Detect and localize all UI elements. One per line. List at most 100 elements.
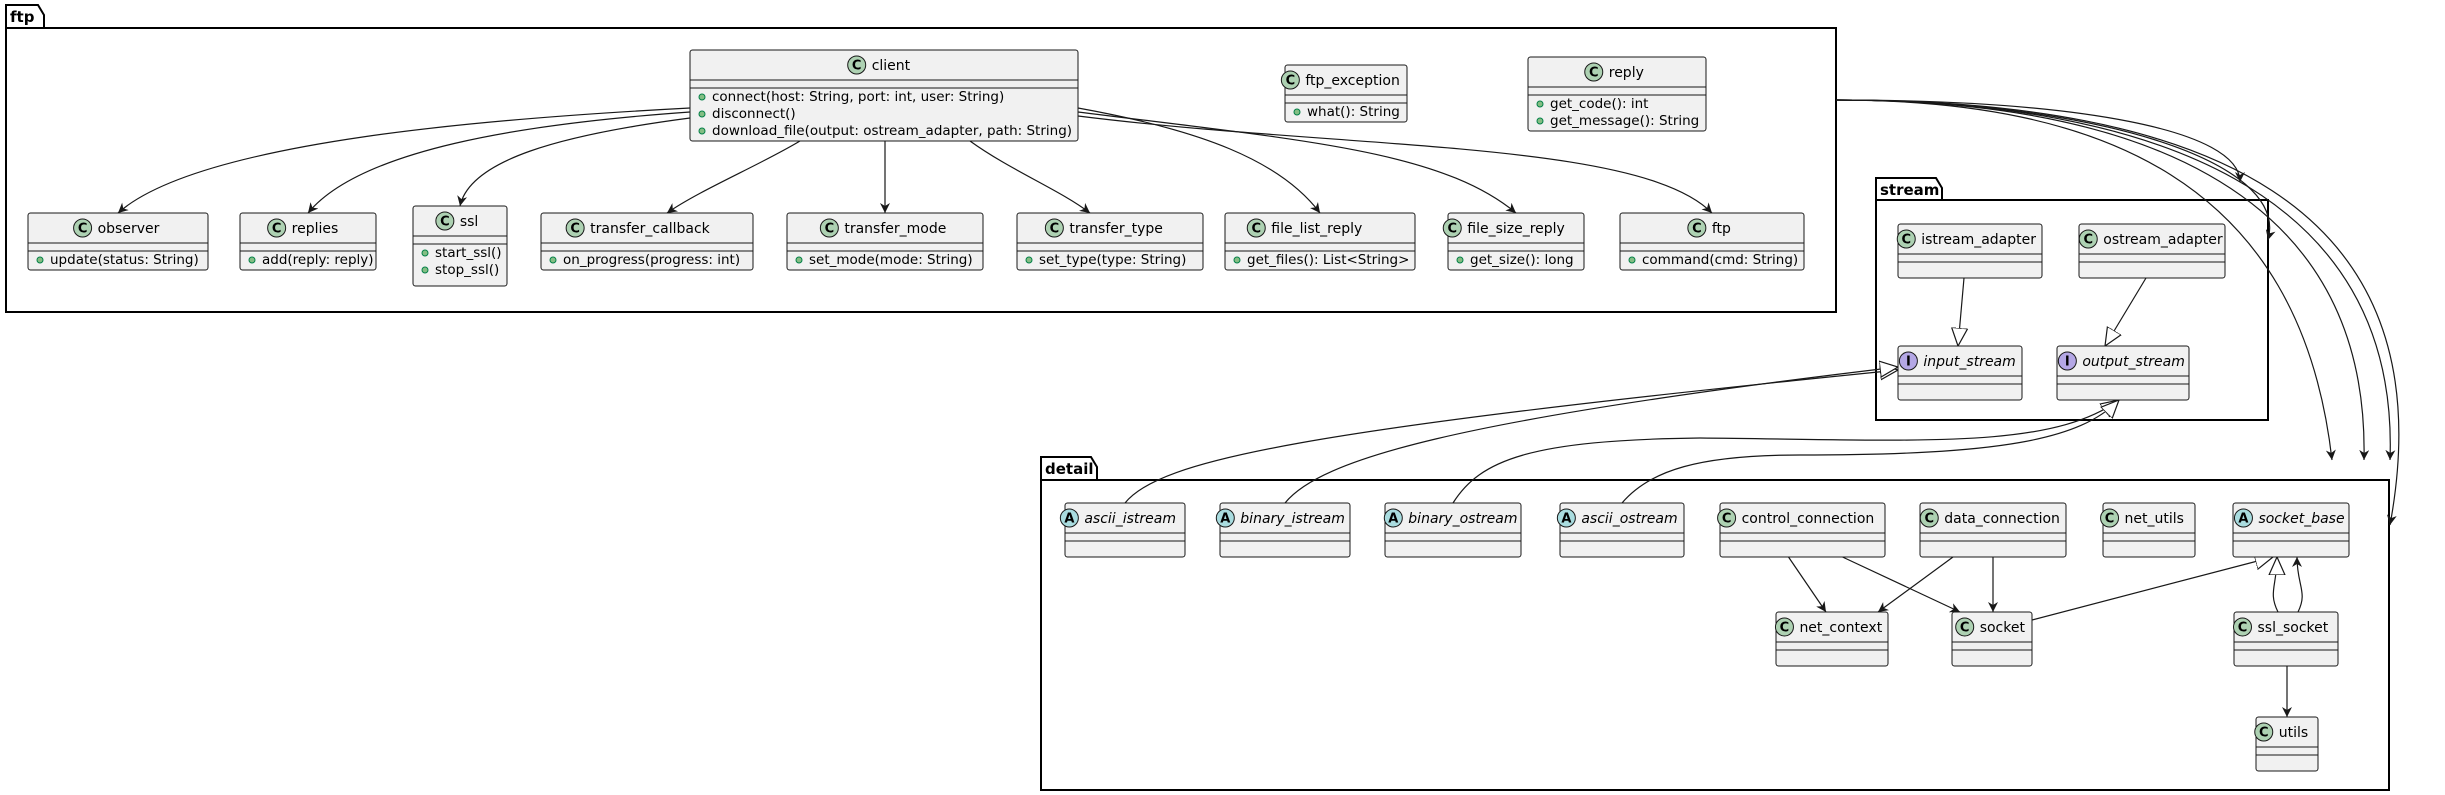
class-badge-icon bbox=[2254, 722, 2274, 742]
badge-letter: C bbox=[1722, 512, 1732, 527]
abstract-badge-icon bbox=[1059, 508, 1079, 528]
class-name: ostream_adapter bbox=[2103, 232, 2223, 248]
edge-binary-istream-input-stream bbox=[1284, 367, 1898, 504]
public-visibility-icon bbox=[421, 249, 429, 257]
edge-ftp-to-stream-2 bbox=[1835, 99, 2276, 241]
badge-letter: C bbox=[1050, 222, 1060, 237]
class-box bbox=[2102, 502, 2196, 558]
class-box bbox=[1219, 502, 1351, 558]
class-box bbox=[2078, 223, 2226, 279]
class-method: update(status: String) bbox=[50, 252, 199, 268]
badge-letter: C bbox=[1901, 233, 1911, 248]
public-visibility-icon bbox=[421, 266, 429, 274]
class-badge-icon bbox=[435, 211, 455, 231]
badge-letter: I bbox=[2065, 355, 2070, 370]
edge-client-transfer-callback bbox=[666, 140, 801, 214]
class-box bbox=[1897, 345, 2023, 401]
badge-letter: C bbox=[272, 222, 282, 237]
badge-letter: C bbox=[1960, 621, 1970, 636]
edge-ostream-adapter-output-stream bbox=[2105, 277, 2147, 346]
public-visibility-icon bbox=[248, 256, 256, 264]
class-box bbox=[689, 49, 1079, 142]
package-detail-label: detail bbox=[1045, 460, 1094, 478]
class-method: set_type(type: String) bbox=[1039, 252, 1186, 268]
abstract-badge-icon bbox=[1556, 508, 1576, 528]
badge-letter: A bbox=[2238, 512, 2248, 527]
class-badge-icon bbox=[1896, 229, 1916, 249]
edge-client-ftp bbox=[1077, 115, 1713, 214]
class-badge-icon bbox=[1246, 218, 1266, 238]
class-badge-icon bbox=[1774, 617, 1794, 637]
public-visibility-icon bbox=[1536, 100, 1544, 108]
edge-ftp-to-detail-3 bbox=[1835, 99, 2396, 461]
class-badge-icon bbox=[1717, 508, 1737, 528]
class-name: observer bbox=[98, 221, 160, 237]
edge-socket-socket-base bbox=[2031, 557, 2273, 621]
class-box bbox=[1284, 64, 1408, 123]
class-name: data_connection bbox=[1944, 511, 2060, 527]
edge-data-connection-net-context bbox=[1877, 556, 1954, 613]
class-name: input_stream bbox=[1923, 354, 2015, 370]
class-box bbox=[27, 212, 209, 271]
class-box bbox=[2056, 345, 2190, 401]
edge-client-observer bbox=[117, 107, 691, 214]
badge-letter: C bbox=[440, 215, 450, 230]
class-name: file_list_reply bbox=[1271, 221, 1362, 237]
class-name: utils bbox=[2279, 725, 2308, 741]
public-visibility-icon bbox=[36, 256, 44, 264]
class-name: transfer_type bbox=[1069, 221, 1163, 237]
abstract-badge-icon bbox=[1215, 508, 1235, 528]
class-method: command(cmd: String) bbox=[1642, 252, 1798, 268]
class-name: binary_ostream bbox=[1408, 511, 1517, 527]
abstract-badge-icon bbox=[2233, 508, 2253, 528]
package-ftp: ftp bbox=[5, 4, 1837, 313]
badge-letter: C bbox=[570, 222, 580, 237]
class-badge-icon bbox=[267, 218, 287, 238]
class-name: transfer_mode bbox=[844, 221, 946, 237]
class-box bbox=[1919, 502, 2067, 558]
class-name: net_utils bbox=[2125, 511, 2184, 527]
class-name: replies bbox=[292, 221, 339, 237]
class-box bbox=[1384, 502, 1522, 558]
edge-ftp-to-socket-base bbox=[1835, 99, 2400, 526]
class-name: ascii_ostream bbox=[1581, 511, 1677, 527]
class-box bbox=[1619, 212, 1805, 271]
class-method: on_progress(progress: int) bbox=[563, 252, 740, 268]
class-box bbox=[1527, 56, 1707, 132]
class-badge-icon bbox=[1955, 617, 1975, 637]
class-badge-icon bbox=[2100, 508, 2120, 528]
edge-ssl-socket-socket-base-inherit bbox=[2273, 557, 2278, 613]
public-visibility-icon bbox=[1628, 256, 1636, 264]
class-box bbox=[540, 212, 754, 271]
class-name: ssl_socket bbox=[2258, 620, 2329, 636]
public-visibility-icon bbox=[1536, 117, 1544, 125]
public-visibility-icon bbox=[1456, 256, 1464, 264]
public-visibility-icon bbox=[795, 256, 803, 264]
class-badge-icon bbox=[1280, 70, 1300, 90]
badge-letter: I bbox=[1906, 355, 1911, 370]
badge-letter: C bbox=[852, 59, 862, 74]
class-method: get_code(): int bbox=[1550, 96, 1648, 112]
public-visibility-icon bbox=[698, 110, 706, 118]
badge-letter: A bbox=[1220, 512, 1230, 527]
class-name: transfer_callback bbox=[590, 221, 711, 237]
public-visibility-icon bbox=[698, 127, 706, 135]
class-name: control_connection bbox=[1742, 511, 1875, 527]
class-name: ascii_istream bbox=[1084, 511, 1176, 527]
edge-client-transfer-type bbox=[969, 140, 1091, 214]
class-box bbox=[1064, 502, 1186, 558]
public-visibility-icon bbox=[1233, 256, 1241, 264]
class-badge-icon bbox=[1919, 508, 1939, 528]
